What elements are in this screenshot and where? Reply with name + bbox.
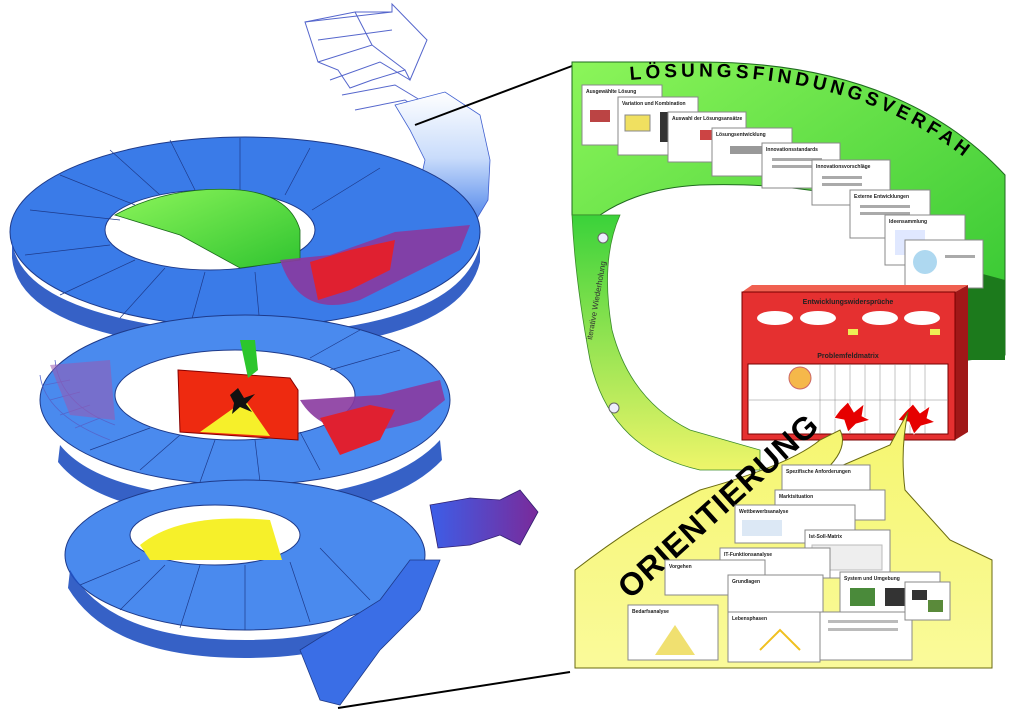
svg-text:IT-Funktionsanalyse: IT-Funktionsanalyse (724, 552, 772, 558)
connector-top (414, 65, 573, 126)
svg-text:Ist-Soll-Matrix: Ist-Soll-Matrix (809, 534, 842, 540)
svg-text:Innovationsstandards: Innovationsstandards (766, 147, 818, 153)
svg-text:System und Umgebung: System und Umgebung (844, 576, 900, 582)
entry-ribbon (299, 559, 441, 706)
svg-text:Variation und Kombination: Variation und Kombination (622, 101, 686, 107)
decision-title: Entwicklungswidersprüche (803, 299, 894, 306)
top-ring-side (12, 240, 480, 352)
svg-text:Auswahl der Lösungsansätze: Auswahl der Lösungsansätze (672, 116, 743, 122)
orientation-card (819, 611, 913, 661)
solution-band-side (968, 270, 1005, 360)
svg-text:Externe Entwicklungen: Externe Entwicklungen (854, 194, 909, 200)
orientation-card: Grundlagen (727, 574, 824, 616)
svg-text:Bedarfsanalyse: Bedarfsanalyse (632, 609, 669, 615)
balloon-icon (788, 366, 812, 390)
connector-bottom (337, 671, 571, 709)
red-segment-top (310, 240, 395, 300)
solution-card (904, 239, 984, 289)
green-stem (240, 340, 258, 378)
orientation-card: Spezifische Anforderungen (781, 464, 871, 494)
svg-text:Ausgewählte Lösung: Ausgewählte Lösung (586, 89, 636, 95)
svg-text:Lösungsentwicklung: Lösungsentwicklung (716, 132, 766, 138)
conflict-burst-left (833, 401, 872, 433)
orientation-card (904, 581, 951, 621)
red-segment-middle (320, 405, 395, 455)
middle-purple-left (50, 360, 115, 420)
wireframe-arrow (304, 2, 431, 119)
svg-text:Innovationsvorschläge: Innovationsvorschläge (816, 164, 871, 170)
problem-matrix-title: Problemfeldmatrix (817, 353, 879, 360)
green-sector-top (113, 188, 301, 269)
svg-text:Spezifische Anforderungen: Spezifische Anforderungen (786, 469, 851, 475)
svg-text:Wettbewerbsanalyse: Wettbewerbsanalyse (739, 509, 789, 515)
cycle-icon-top (597, 232, 609, 244)
middle-ring-segments (89, 329, 401, 483)
svg-text:Marktsituation: Marktsituation (779, 494, 813, 500)
matrix-side (955, 285, 968, 440)
iteration-stem (571, 214, 761, 471)
exit-arrow (429, 489, 539, 549)
solution-cards: Ausgewählte Lösung Variation und Kombina… (581, 84, 984, 289)
arrow-badge (848, 329, 858, 335)
cycle-icon-bottom (608, 402, 620, 414)
svg-text:Vorgehen: Vorgehen (669, 564, 692, 570)
svg-text:Ideensammlung: Ideensammlung (889, 219, 927, 225)
contradiction-bubble (800, 311, 836, 325)
orientation-card: Lebensphasen (727, 611, 821, 663)
svg-text:Grundlagen: Grundlagen (732, 579, 760, 585)
yellow-cone-mid (200, 400, 270, 436)
arrow-badge (930, 329, 940, 335)
problem-matrix: Entwicklungswidersprüche Problemfeldmatr… (741, 285, 968, 441)
matrix-top (742, 285, 968, 292)
bottom-ring-segments (79, 547, 371, 630)
orientation-card: Bedarfsanalyse (627, 604, 719, 661)
contradiction-bubble (862, 311, 898, 325)
top-ring-segments (24, 138, 381, 327)
yellow-sector-bottom (140, 518, 282, 560)
spark-icon (230, 388, 255, 414)
contradiction-bubble (904, 311, 940, 325)
svg-text:Lebensphasen: Lebensphasen (732, 616, 767, 622)
contradiction-bubble (757, 311, 793, 325)
orientation-cards: Spezifische Anforderungen Marktsituation… (627, 464, 951, 663)
spiral-staircase (9, 2, 539, 706)
